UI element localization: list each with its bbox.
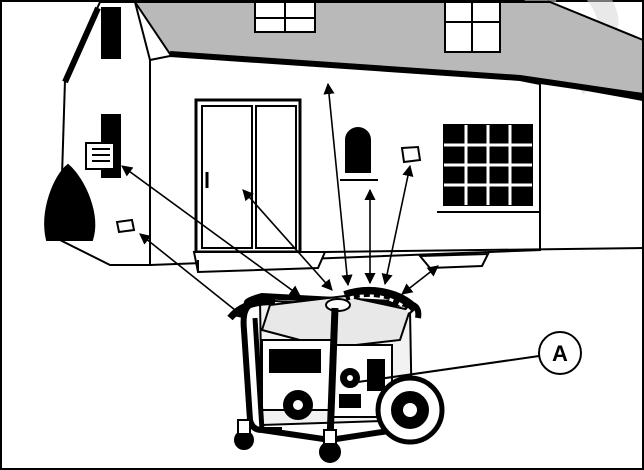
callout-label: A bbox=[552, 341, 568, 366]
portable-generator-illustration bbox=[230, 292, 442, 462]
gable-window-top bbox=[102, 8, 120, 58]
house-illustration bbox=[45, 2, 643, 272]
arched-window bbox=[346, 128, 370, 172]
sliding-door bbox=[196, 100, 300, 252]
arrow-to-ground-vent bbox=[402, 266, 438, 294]
wall-vent-front bbox=[402, 147, 420, 162]
door-step bbox=[194, 252, 325, 272]
wall-vent-side bbox=[117, 220, 134, 232]
ground-vent bbox=[420, 254, 488, 268]
